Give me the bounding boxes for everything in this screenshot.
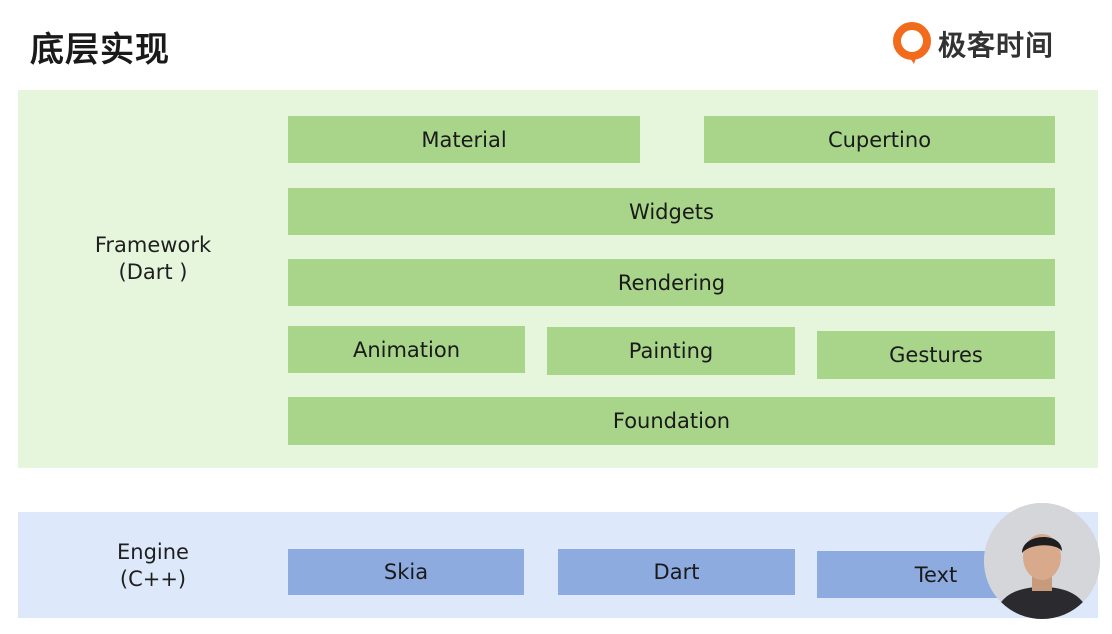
page-title: 底层实现 xyxy=(30,30,170,70)
layer-material: Material xyxy=(288,116,640,163)
layer-foundation: Foundation xyxy=(288,397,1055,445)
layer-cupertino: Cupertino xyxy=(704,116,1055,163)
engine-label: Engine (C++) xyxy=(68,539,238,593)
layer-gestures: Gestures xyxy=(817,331,1055,379)
logo-text: 极客时间 xyxy=(938,29,1055,62)
layer-widgets: Widgets xyxy=(288,188,1055,235)
engine-label-language: (C++) xyxy=(119,567,187,591)
layer-rendering: Rendering xyxy=(288,259,1055,306)
framework-label-language: (Dart ) xyxy=(118,260,188,284)
layer-animation: Animation xyxy=(288,326,525,373)
framework-label-name: Framework xyxy=(94,233,212,257)
layer-skia: Skia xyxy=(288,549,524,595)
presenter-avatar xyxy=(984,503,1100,619)
presenter-silhouette-icon xyxy=(984,503,1100,619)
engine-label-name: Engine xyxy=(117,540,189,564)
framework-label: Framework (Dart ) xyxy=(68,232,238,286)
geektime-logo-icon xyxy=(893,22,931,64)
brand-logo: 极客时间 xyxy=(892,22,1054,66)
layer-painting: Painting xyxy=(547,327,795,375)
layer-dart: Dart xyxy=(558,549,795,595)
